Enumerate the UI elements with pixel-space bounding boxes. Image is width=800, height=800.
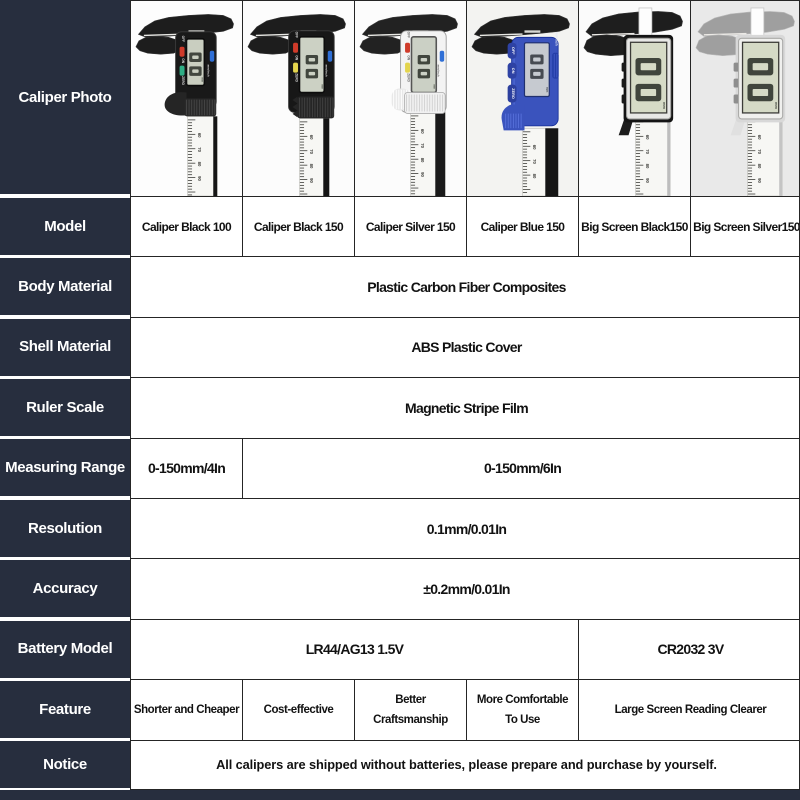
accuracy-value: ±0.2mm/0.01In — [131, 559, 799, 620]
caliper-photo-black-100: 60 70 80 90 mm OFF ON ZERO mm/inch — [131, 1, 243, 197]
svg-text:mm/inch: mm/inch — [436, 65, 440, 77]
svg-text:60: 60 — [420, 129, 425, 134]
svg-text:ON: ON — [407, 55, 411, 60]
svg-text:90: 90 — [757, 178, 762, 183]
svg-text:ON: ON — [511, 68, 515, 74]
spec-table: 60 70 80 90 mm OFF ON ZERO mm/inch 60 70 80 90 mm OFF… — [130, 0, 800, 790]
svg-text:70: 70 — [757, 149, 762, 154]
svg-text:ZERO: ZERO — [181, 76, 185, 85]
feature-big-screen: Large Screen Reading Clearer — [579, 680, 799, 741]
row-label-model: Model — [0, 197, 130, 255]
svg-text:70: 70 — [645, 149, 650, 154]
svg-text:80: 80 — [420, 158, 425, 163]
svg-text:70: 70 — [532, 159, 537, 164]
model-caliper-black-150: Caliper Black 150 — [243, 197, 355, 258]
svg-text:mm: mm — [200, 77, 204, 82]
row-label-resolution: Resolution — [0, 499, 130, 557]
feature-black-150: Cost-effective — [243, 680, 355, 741]
model-big-screen-silver-150: Big Screen Silver150 — [691, 197, 799, 258]
caliper-photo-black-150: 60 70 80 90 mm OFF ON ZERO mm/inch — [243, 1, 355, 197]
svg-text:mm: mm — [545, 87, 549, 93]
battery-cr2032-value: CR2032 3V — [579, 619, 799, 681]
svg-text:mm: mm — [662, 102, 666, 109]
battery-lr44-value: LR44/AG13 1.5V — [131, 619, 579, 681]
bottom-accent-strip — [0, 790, 800, 800]
resolution-value: 0.1mm/0.01In — [131, 498, 799, 560]
svg-text:mm: mm — [432, 84, 436, 89]
row-label-shell-material: Shell Material — [0, 318, 130, 376]
row-label-battery-model: Battery Model — [0, 620, 130, 678]
svg-text:mm: mm — [320, 84, 324, 89]
caliper-photo-blue-150: 60 70 80 OFF ON ZERO mm mm/inch — [467, 1, 579, 197]
svg-text:mm/inch: mm/inch — [206, 65, 210, 77]
caliper-illustration-black100: 60 70 80 90 mm OFF ON ZERO mm/inch — [131, 1, 242, 196]
measuring-range-150: 0-150mm/6In — [243, 438, 799, 499]
caliper-photo-big-screen-black-150: 60 70 80 90 mm — [579, 1, 691, 197]
svg-text:90: 90 — [420, 172, 425, 177]
svg-text:80: 80 — [645, 164, 650, 169]
svg-text:90: 90 — [645, 178, 650, 183]
svg-text:ON: ON — [295, 55, 299, 60]
notice-text: All calipers are shipped without batteri… — [131, 740, 799, 790]
svg-text:60: 60 — [757, 135, 762, 140]
caliper-photo-silver-150: 60 70 80 90 mm OFF ON ZERO mm/inch — [355, 1, 467, 197]
svg-text:70: 70 — [197, 147, 202, 152]
svg-text:70: 70 — [420, 143, 425, 148]
row-label-accuracy: Accuracy — [0, 560, 130, 618]
feature-silver-150: Better Craftsmanship — [355, 680, 467, 741]
caliper-illustration-blue150: 60 70 80 OFF ON ZERO mm mm/inch — [467, 1, 578, 196]
svg-text:ZERO: ZERO — [295, 73, 299, 82]
caliper-illustration-bigsilver: 60 70 80 90 mm — [691, 1, 799, 196]
row-label-caliper-photo: Caliper Photo — [0, 0, 130, 195]
svg-text:OFF: OFF — [407, 32, 411, 38]
svg-text:80: 80 — [532, 174, 537, 179]
caliper-illustration-black150: 60 70 80 90 mm OFF ON ZERO mm/inch — [243, 1, 354, 196]
caliper-photo-big-screen-silver-150: 60 70 80 90 mm — [691, 1, 799, 197]
svg-text:ZERO: ZERO — [511, 88, 515, 99]
svg-text:ZERO: ZERO — [407, 73, 411, 82]
model-caliper-silver-150: Caliper Silver 150 — [355, 197, 467, 258]
caliper-illustration-bigblack: 60 70 80 90 mm — [579, 1, 690, 196]
row-label-measuring-range: Measuring Range — [0, 439, 130, 497]
svg-text:OFF: OFF — [181, 36, 185, 42]
svg-text:80: 80 — [197, 162, 202, 167]
model-big-screen-black-150: Big Screen Black150 — [579, 197, 691, 258]
svg-text:90: 90 — [309, 178, 314, 183]
svg-text:60: 60 — [197, 133, 202, 138]
shell-material-value: ABS Plastic Cover — [131, 317, 799, 379]
svg-text:60: 60 — [309, 135, 314, 140]
measuring-range-100: 0-150mm/4In — [131, 438, 243, 499]
svg-text:70: 70 — [309, 149, 314, 154]
feature-black-100: Shorter and Cheaper — [131, 680, 243, 741]
model-caliper-blue-150: Caliper Blue 150 — [467, 197, 579, 258]
feature-blue-150: More Comfortable To Use — [467, 680, 579, 741]
svg-text:ON: ON — [181, 58, 185, 63]
svg-text:60: 60 — [645, 135, 650, 140]
body-material-value: Plastic Carbon Fiber Composites — [131, 257, 799, 318]
svg-text:OFF: OFF — [295, 32, 299, 38]
row-label-notice: Notice — [0, 741, 130, 789]
svg-text:mm/inch: mm/inch — [324, 65, 328, 77]
svg-text:90: 90 — [197, 176, 202, 181]
svg-text:80: 80 — [757, 164, 762, 169]
row-label-feature: Feature — [0, 680, 130, 738]
ruler-scale-value: Magnetic Stripe Film — [131, 378, 799, 439]
row-label-ruler-scale: Ruler Scale — [0, 378, 130, 436]
caliper-illustration-silver150: 60 70 80 90 mm OFF ON ZERO mm/inch — [355, 1, 466, 196]
row-label-body-material: Body Material — [0, 258, 130, 316]
svg-text:60: 60 — [532, 145, 537, 150]
model-caliper-black-100: Caliper Black 100 — [131, 197, 243, 258]
svg-text:OFF: OFF — [511, 47, 515, 55]
svg-text:mm/inch: mm/inch — [555, 32, 559, 46]
svg-text:mm: mm — [774, 102, 778, 109]
svg-text:80: 80 — [309, 164, 314, 169]
